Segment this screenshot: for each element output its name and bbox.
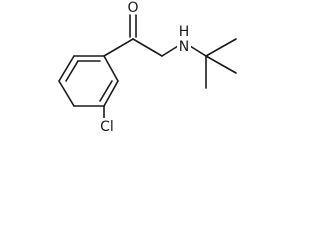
ring-bond-6 — [58, 55, 75, 82]
oxygen-label: O — [127, 0, 138, 16]
ring-double-inner-3 — [65, 60, 79, 82]
ring-bond-3 — [103, 80, 119, 107]
hydrogen-label: H — [179, 24, 190, 40]
ring-bond-2 — [103, 55, 119, 82]
methylene-to-nitrogen-bond — [161, 45, 179, 57]
ring-to-carbonyl-bond — [103, 38, 134, 57]
carbonyl-to-methylene-bond — [132, 38, 163, 57]
atom-labels: O N H Cl — [97, 0, 191, 135]
nitrogen-label-bg — [177, 39, 191, 53]
bonds — [58, 14, 237, 119]
chemical-structure: O N H Cl — [58, 0, 237, 135]
chlorine-label-bg — [97, 118, 117, 133]
ring-bond-5 — [58, 80, 75, 107]
tert-butyl-methyl-right — [205, 55, 237, 74]
nitrogen-label: N — [179, 39, 189, 55]
oxygen-label-bg — [126, 0, 139, 14]
tert-butyl-methyl-up — [205, 38, 237, 57]
nitrogen-to-tert-carbon-bond — [189, 45, 207, 57]
ring-double-inner-2 — [99, 80, 113, 102]
chlorine-label: Cl — [100, 119, 114, 135]
